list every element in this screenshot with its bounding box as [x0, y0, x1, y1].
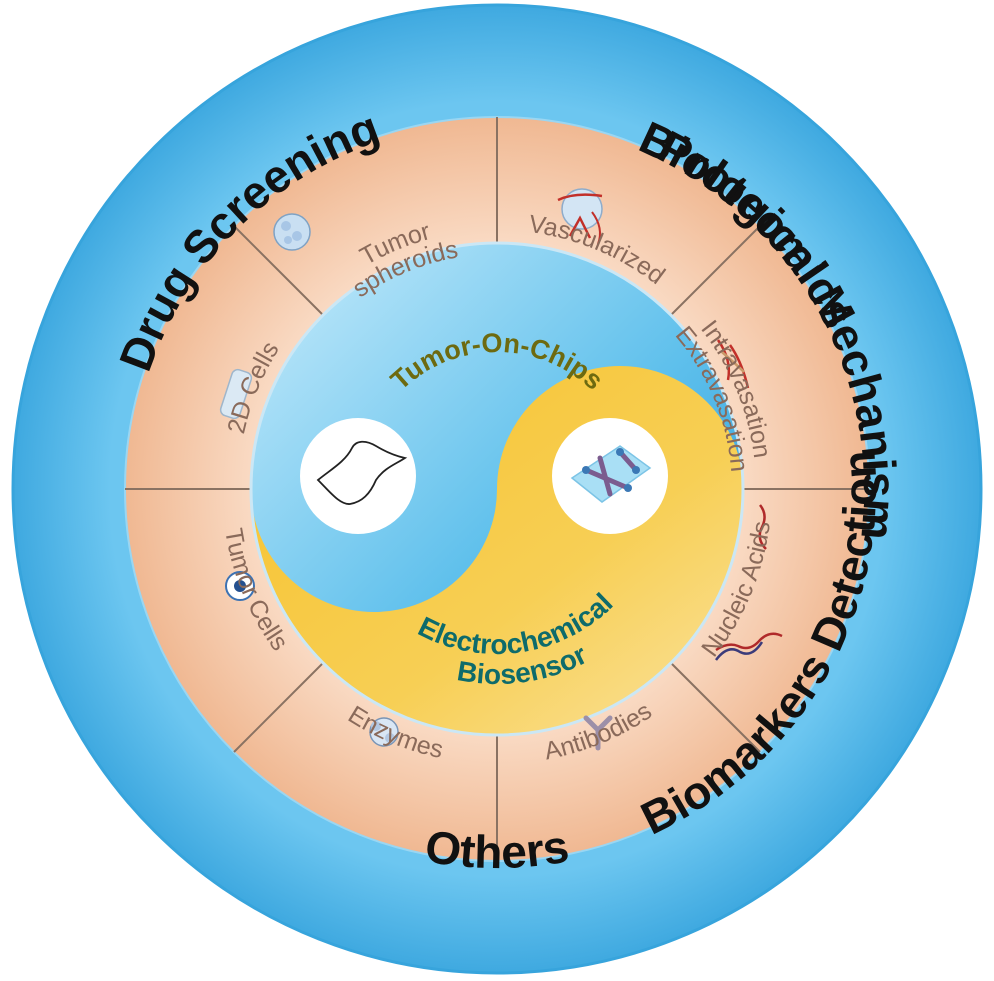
vascularized-icon: [557, 188, 603, 245]
antibody-icon: [583, 715, 613, 751]
outer-ring-border: [11, 3, 983, 975]
segment-dividers: [125, 117, 869, 861]
divider-bottom-left: [233, 658, 328, 753]
divider-bottom-right: [666, 658, 761, 753]
divider-top-right: [666, 225, 761, 320]
eye-left: [300, 418, 416, 534]
microfluidic-chip-icon: [570, 445, 652, 503]
enzyme-icon: [369, 717, 399, 747]
intravasation-icon: [716, 339, 750, 389]
cyclic-voltammogram-icon: [316, 440, 408, 505]
tumor-spheroids-icon: [273, 213, 311, 251]
2d-cells-icon: [219, 368, 253, 420]
nucleic-acids-icon: [715, 504, 783, 661]
label-others: Others: [422, 820, 572, 879]
yin-yang-border: [249, 241, 745, 737]
divider-top-left: [233, 225, 328, 320]
tumor-cell-icon: [225, 571, 255, 601]
